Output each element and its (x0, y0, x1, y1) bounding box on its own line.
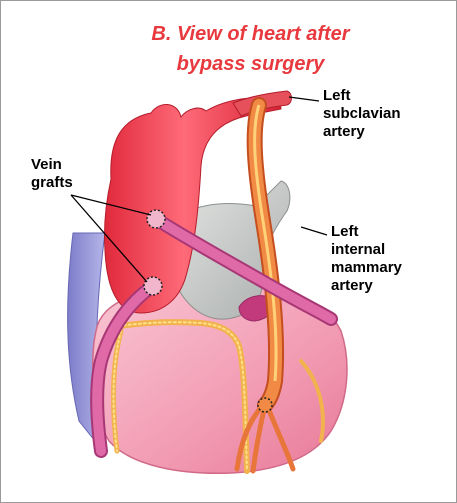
label-left-subclavian-artery: Left subclavian artery (323, 87, 401, 141)
graft-anastomosis-lower (144, 277, 162, 295)
mammary-anastomosis (258, 398, 272, 412)
label-left-internal-mammary-artery: Left internal mammary artery (331, 223, 402, 295)
label-vein-grafts: Vein grafts (31, 156, 73, 192)
label-line: grafts (31, 174, 73, 192)
label-line: artery (323, 123, 401, 141)
label-line: internal (331, 241, 402, 259)
label-line: Left (323, 87, 401, 105)
graft-anastomosis-upper (147, 210, 165, 228)
label-line: Left (331, 223, 402, 241)
label-line: Vein (31, 156, 73, 174)
label-line: subclavian (323, 105, 401, 123)
label-line: artery (331, 277, 402, 295)
label-line: mammary (331, 259, 402, 277)
